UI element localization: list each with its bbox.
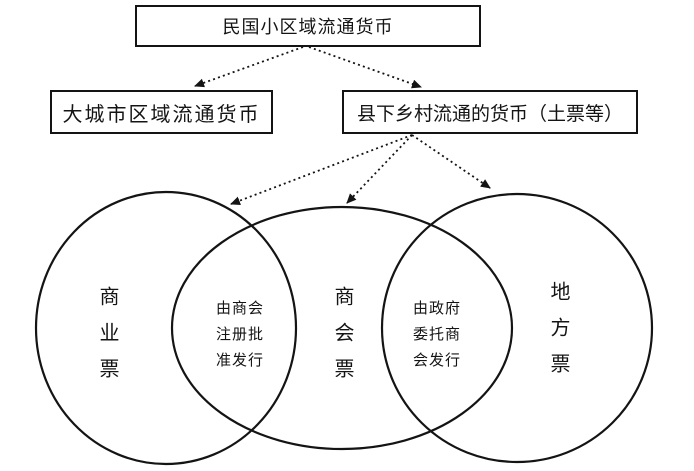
node-box-root: 民国小区域流通货币 [135,5,481,47]
node-box-city-currency: 大城市区域流通货币 [50,90,273,134]
overlap-label-right-line2: 委托商 [412,327,461,343]
overlap-label-left-line2: 注册批 [215,327,264,343]
middle-circle [170,205,514,451]
overlap-label-left-line1: 由商会 [215,301,264,317]
left-circle-label: 商业票 [96,286,118,394]
middle-circle-label: 商会票 [331,286,353,394]
overlap-label-right: 由政府 委托商 会发行 [402,296,472,374]
right-circle-label: 地方票 [547,281,569,389]
arrow-root-to-village [308,46,422,89]
overlap-label-right-line3: 会发行 [412,353,461,369]
node-box-root-label: 民国小区域流通货币 [222,17,394,37]
node-box-village-currency: 县下乡村流通的货币（土票等） [342,90,638,134]
arrow-village-to-middle-circle [346,134,413,204]
node-box-village-currency-label: 县下乡村流通的货币（土票等） [356,103,623,125]
overlap-label-left-line3: 准发行 [215,353,264,369]
overlap-label-left: 由商会 注册批 准发行 [205,296,275,374]
node-box-city-currency-label: 大城市区域流通货币 [62,103,261,126]
left-circle [34,190,298,466]
overlap-label-right-line1: 由政府 [412,301,461,317]
arrow-village-to-right-circle [411,134,491,189]
arrow-village-to-left-overlap [230,134,413,205]
arrow-root-to-city [194,46,304,88]
right-circle [380,192,654,464]
